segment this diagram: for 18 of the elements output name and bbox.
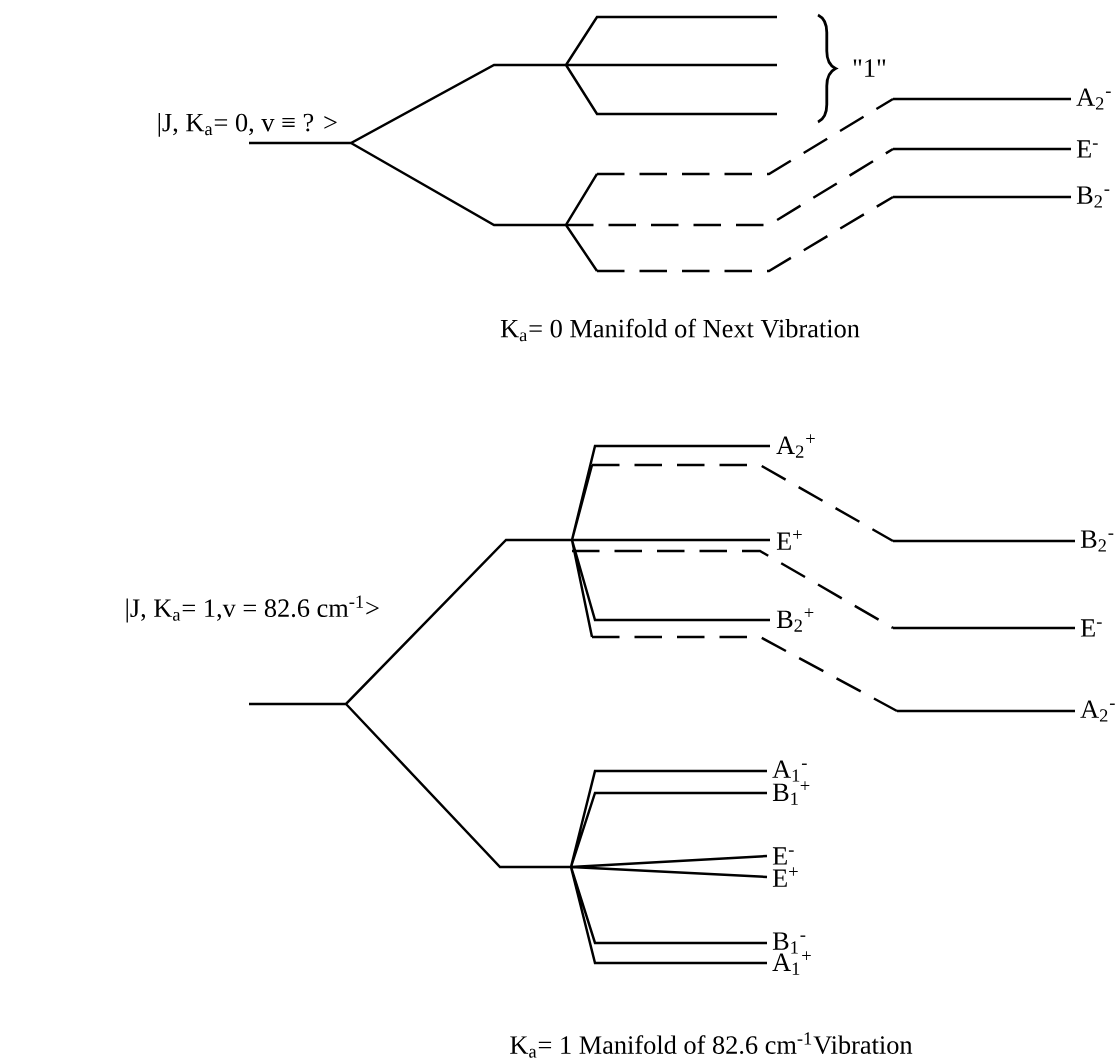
caption: K$_{a}$= 0 Manifold of Next Vibration bbox=[500, 318, 860, 342]
caption: K$_{a}$= 1 Manifold of 82.6 cm$^{-1}$Vibration bbox=[510, 1032, 913, 1058]
level-label: B$_{2}$- bbox=[1080, 530, 1114, 552]
level-label: E$^{+}$ bbox=[776, 530, 802, 550]
level-label: A$_{2}$- bbox=[1076, 88, 1111, 110]
state-label: |J, K$_{a}$= 1,v = 82.6 cm$^{-1}$> bbox=[126, 595, 379, 623]
level-label: A$_{2}$- bbox=[1080, 700, 1115, 722]
state-label: |J, K$_{a}$= 0, v ≡ ? > bbox=[158, 112, 337, 137]
level-label: A$_{2}$+ bbox=[776, 434, 815, 458]
level-label: B$_{1}$+ bbox=[772, 781, 810, 805]
group-label: "1" bbox=[853, 59, 886, 77]
level-label: B$_{2}$+ bbox=[776, 608, 814, 632]
level-label: E$^{+}$ bbox=[772, 867, 798, 887]
level-label: E$^{-}$ bbox=[772, 847, 794, 865]
level-label: B$_{2}$- bbox=[1076, 186, 1110, 208]
level-label: E$^{-}$ bbox=[1080, 619, 1102, 637]
level-label: E$^{-}$ bbox=[1076, 140, 1098, 158]
level-label: A$_{1}$- bbox=[772, 760, 807, 782]
